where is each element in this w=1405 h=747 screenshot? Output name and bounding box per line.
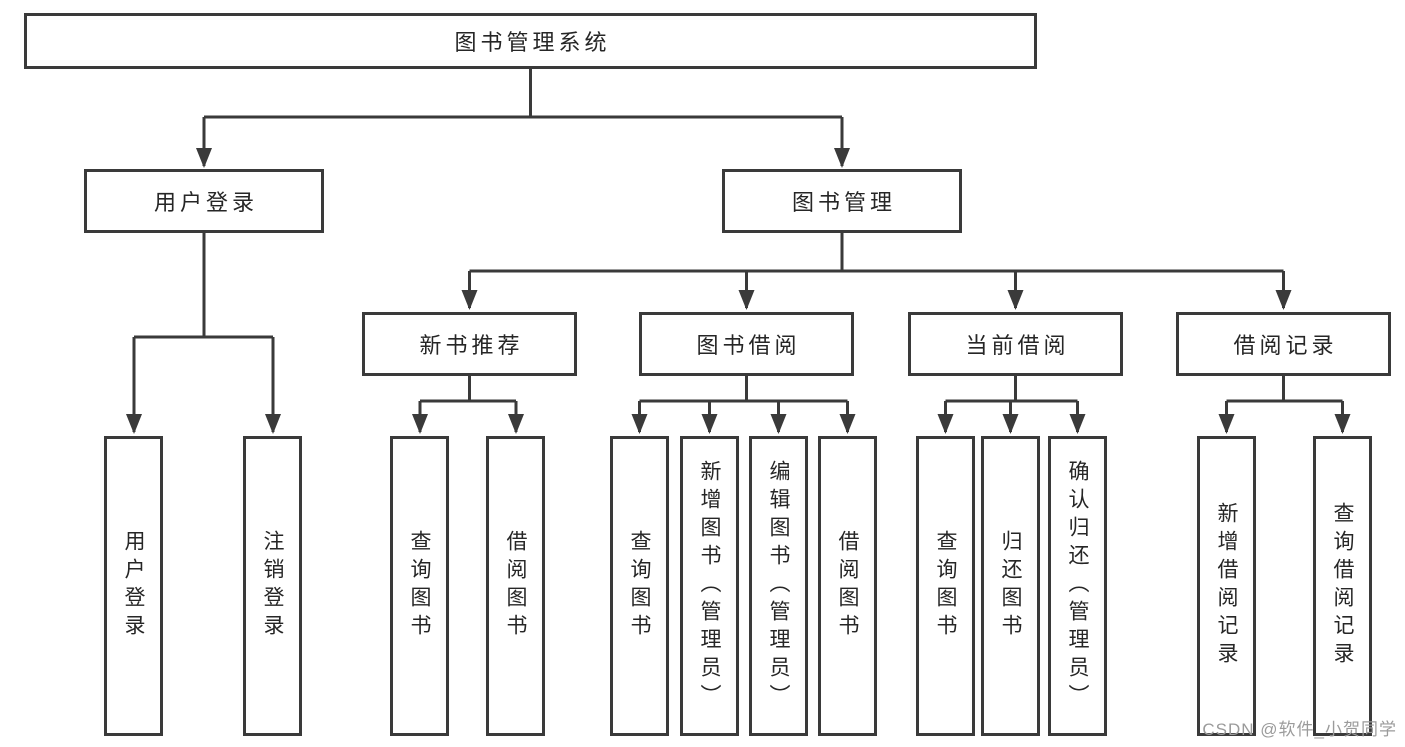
node-user-login: 用户登录 — [84, 169, 324, 233]
node-book-management: 图书管理 — [722, 169, 962, 233]
node-leaf-query-borrow-record: 查询借阅记录 — [1313, 436, 1372, 736]
node-leaf-borrow-book-2: 借阅图书 — [818, 436, 877, 736]
node-leaf-return-book: 归还图书 — [981, 436, 1040, 736]
node-leaf-query-book-2: 查询图书 — [610, 436, 669, 736]
node-borrow-records: 借阅记录 — [1176, 312, 1391, 376]
node-leaf-logout: 注销登录 — [243, 436, 302, 736]
node-leaf-edit-book-admin: 编辑图书（管理员） — [749, 436, 808, 736]
node-new-book-recommend: 新书推荐 — [362, 312, 577, 376]
node-leaf-add-borrow-record: 新增借阅记录 — [1197, 436, 1256, 736]
csdn-watermark: CSDN @软件_小贺同学 — [1202, 720, 1397, 739]
node-leaf-query-book-3: 查询图书 — [916, 436, 975, 736]
node-leaf-query-book-1: 查询图书 — [390, 436, 449, 736]
connector-arrows — [126, 117, 1351, 434]
node-book-borrow: 图书借阅 — [639, 312, 854, 376]
node-leaf-confirm-return-admin: 确认归还（管理员） — [1048, 436, 1107, 736]
node-current-borrow: 当前借阅 — [908, 312, 1123, 376]
connector-spines — [134, 68, 1343, 403]
node-leaf-borrow-book-1: 借阅图书 — [486, 436, 545, 736]
node-leaf-user-login: 用户登录 — [104, 436, 163, 736]
node-root: 图书管理系统 — [24, 13, 1037, 69]
node-leaf-add-book-admin: 新增图书（管理员） — [680, 436, 739, 736]
